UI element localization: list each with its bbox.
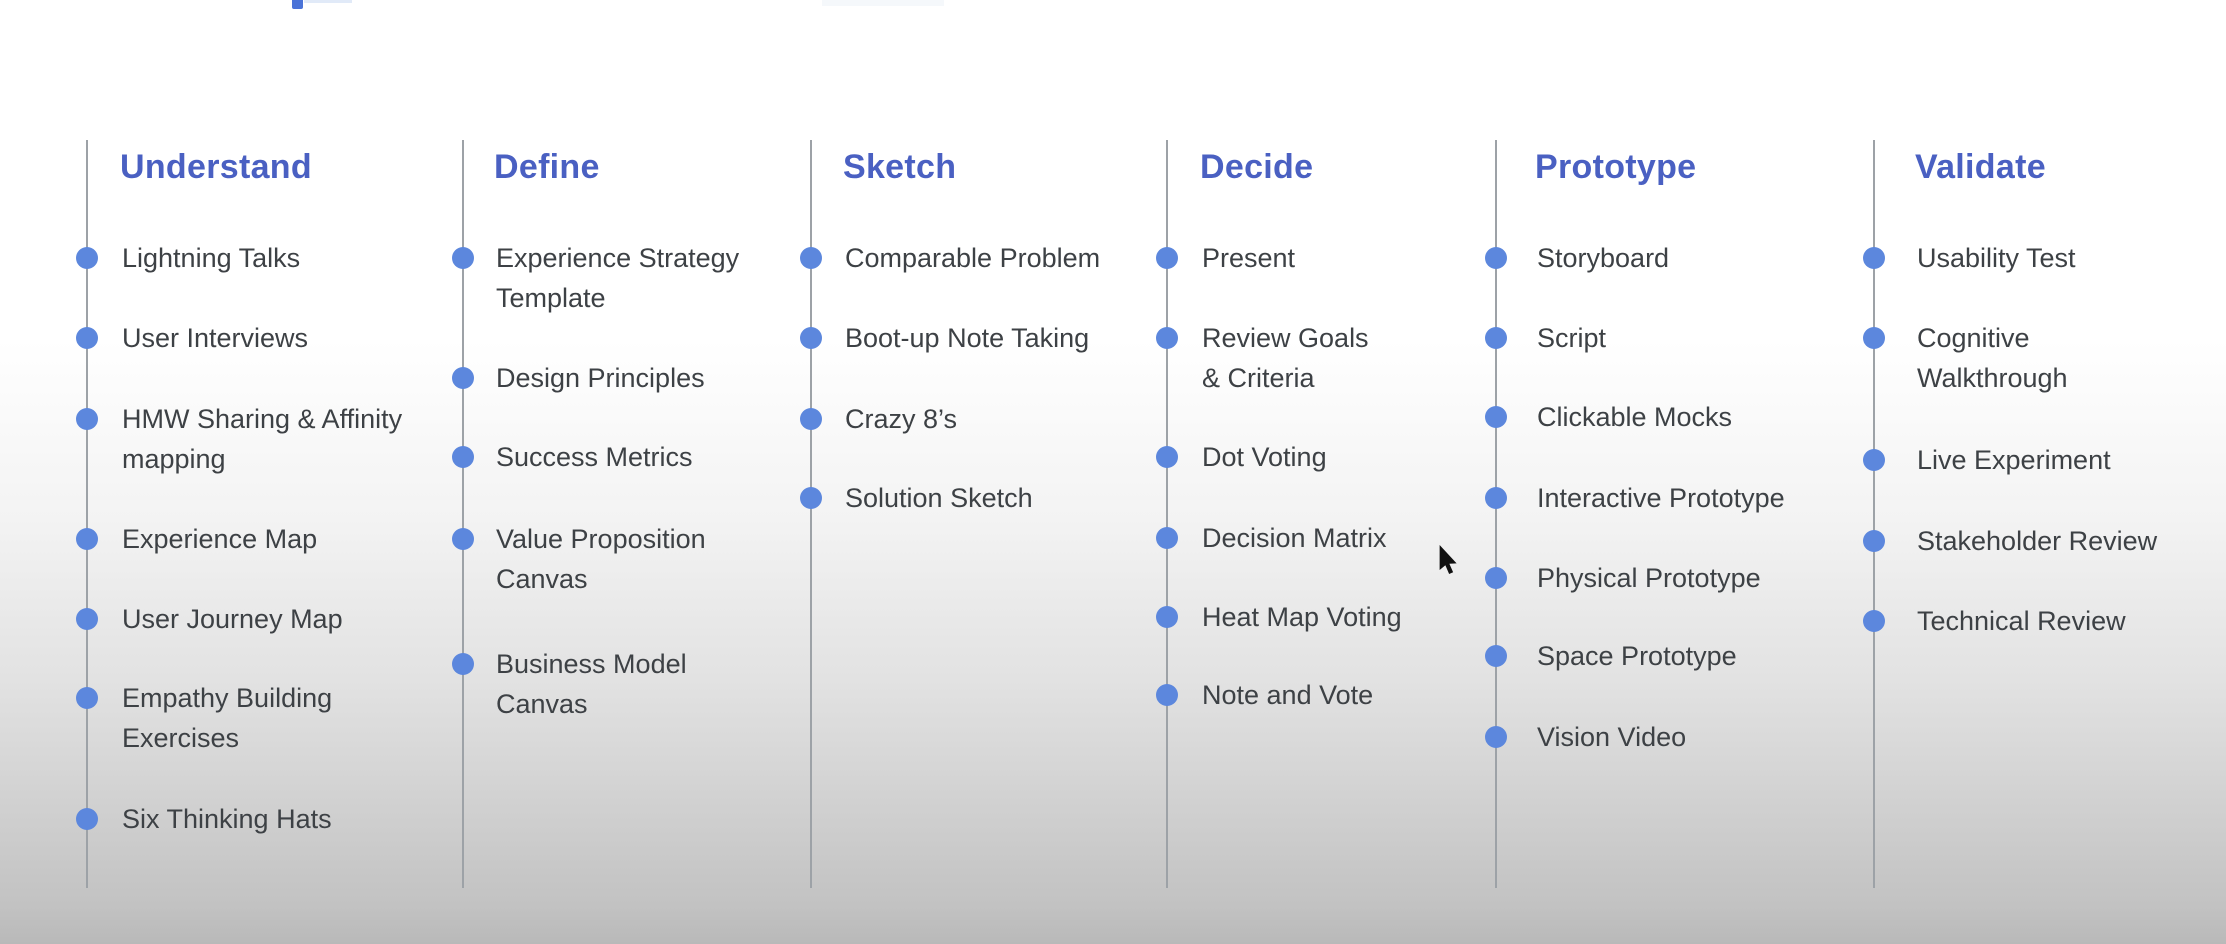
- bullet-dot: [76, 408, 98, 430]
- method-item: Technical Review: [1917, 606, 2126, 636]
- bullet-dot: [452, 367, 474, 389]
- method-item: Space Prototype: [1537, 641, 1737, 671]
- column-title-define: Define: [494, 148, 600, 186]
- bullet-dot: [1863, 530, 1885, 552]
- cropped-title-fragment: [292, 0, 303, 9]
- column-rail-decide: [1166, 140, 1168, 888]
- bullet-dot: [1156, 606, 1178, 628]
- method-item: Review Goals & Criteria: [1202, 323, 1369, 393]
- column-rail-define: [462, 140, 464, 888]
- bullet-dot: [452, 653, 474, 675]
- faint-top-artifact: [822, 0, 944, 6]
- bullet-dot: [76, 247, 98, 269]
- method-item: Empathy Building Exercises: [122, 683, 333, 753]
- bullet-dot: [76, 528, 98, 550]
- method-item: Physical Prototype: [1537, 563, 1761, 593]
- method-item: Comparable Problem: [845, 243, 1101, 273]
- method-item: Interactive Prototype: [1537, 483, 1785, 513]
- method-item: Heat Map Voting: [1202, 602, 1402, 632]
- method-item: Success Metrics: [496, 442, 693, 472]
- column-title-validate: Validate: [1915, 148, 2046, 186]
- method-item: Usability Test: [1917, 243, 2076, 273]
- column-title-prototype: Prototype: [1535, 148, 1697, 186]
- bullet-dot: [1485, 726, 1507, 748]
- method-item: Cognitive Walkthrough: [1917, 323, 2068, 393]
- method-item: Script: [1537, 323, 1607, 353]
- bullet-dot: [800, 327, 822, 349]
- method-item: Stakeholder Review: [1917, 526, 2158, 556]
- method-item: Experience Strategy Template: [496, 243, 740, 313]
- method-item: Business Model Canvas: [496, 649, 687, 719]
- bullet-dot: [1863, 449, 1885, 471]
- bullet-dot: [76, 327, 98, 349]
- method-item: Crazy 8’s: [845, 404, 958, 434]
- column-rail-understand: [86, 140, 88, 888]
- column-rail-prototype: [1495, 140, 1497, 888]
- column-title-understand: Understand: [120, 148, 312, 186]
- method-item: User Interviews: [122, 323, 309, 353]
- column-rail-validate: [1873, 140, 1875, 888]
- bullet-dot: [1485, 567, 1507, 589]
- bullet-dot: [1156, 327, 1178, 349]
- bullet-dot: [800, 247, 822, 269]
- bullet-dot: [1156, 684, 1178, 706]
- method-item: Present: [1202, 243, 1296, 273]
- method-item: Note and Vote: [1202, 680, 1374, 710]
- method-item: Live Experiment: [1917, 445, 2111, 475]
- bullet-dot: [1485, 645, 1507, 667]
- method-item: Clickable Mocks: [1537, 402, 1733, 432]
- bullet-dot: [800, 487, 822, 509]
- bullet-dot: [76, 808, 98, 830]
- bullet-dot: [1485, 487, 1507, 509]
- method-item: Solution Sketch: [845, 483, 1033, 513]
- bullet-dot: [452, 247, 474, 269]
- bullet-dot: [800, 408, 822, 430]
- method-item: Design Principles: [496, 363, 705, 393]
- method-item: User Journey Map: [122, 604, 343, 634]
- column-rail-sketch: [810, 140, 812, 888]
- bullet-dot: [1485, 247, 1507, 269]
- bullet-dot: [1156, 247, 1178, 269]
- method-item: Lightning Talks: [122, 243, 301, 273]
- bullet-dot: [1863, 327, 1885, 349]
- method-item: Six Thinking Hats: [122, 804, 332, 834]
- method-item: Dot Voting: [1202, 442, 1327, 472]
- bullet-dot: [76, 687, 98, 709]
- column-title-sketch: Sketch: [843, 148, 957, 186]
- mouse-cursor-icon: [1439, 545, 1457, 574]
- bullet-dot: [1156, 527, 1178, 549]
- cropped-title-underline: [304, 0, 352, 3]
- method-item: Boot-up Note Taking: [845, 323, 1090, 353]
- column-title-decide: Decide: [1200, 148, 1314, 186]
- bullet-dot: [1863, 610, 1885, 632]
- bullet-dot: [76, 608, 98, 630]
- bullet-dot: [1485, 327, 1507, 349]
- bullet-dot: [452, 528, 474, 550]
- bullet-dot: [1485, 406, 1507, 428]
- bullet-dot: [1156, 446, 1178, 468]
- method-item: Vision Video: [1537, 722, 1687, 752]
- method-item: Experience Map: [122, 524, 318, 554]
- method-item: Storyboard: [1537, 243, 1670, 273]
- method-item: HMW Sharing & Affinity mapping: [122, 404, 403, 474]
- method-item: Decision Matrix: [1202, 523, 1387, 553]
- bullet-dot: [452, 446, 474, 468]
- bullet-dot: [1863, 247, 1885, 269]
- method-item: Value Proposition Canvas: [496, 524, 706, 594]
